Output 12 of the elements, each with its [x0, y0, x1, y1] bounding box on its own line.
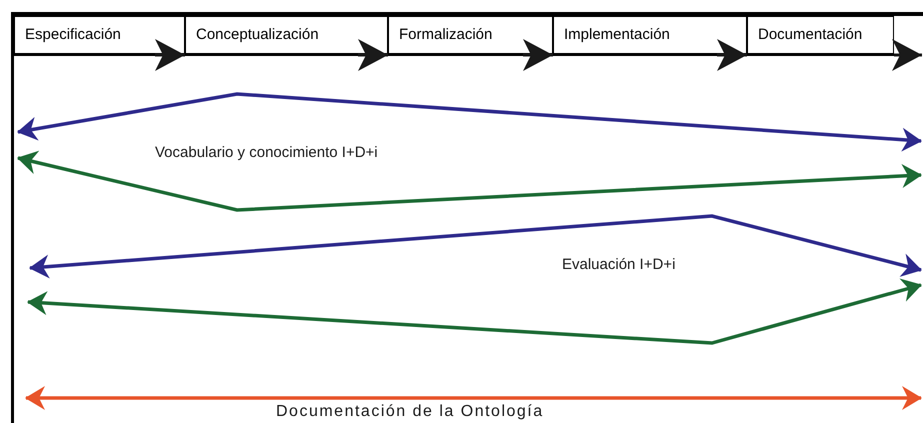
arrow: [717, 39, 747, 71]
arrow-label: Documentación de la Ontología: [276, 402, 544, 422]
arrow: [523, 39, 553, 71]
phase-box: Formalización: [388, 16, 553, 56]
phase-box: Especificación: [14, 16, 185, 56]
arrow: [892, 39, 922, 71]
phase-box: Documentación: [747, 16, 894, 56]
arrow-label: Vocabulario y conocimiento I+D+i: [155, 144, 378, 163]
arrow: [155, 39, 185, 71]
phase-box: Conceptualización: [185, 16, 388, 56]
phase-box: Implementación: [553, 16, 747, 56]
arrow: [358, 39, 388, 71]
